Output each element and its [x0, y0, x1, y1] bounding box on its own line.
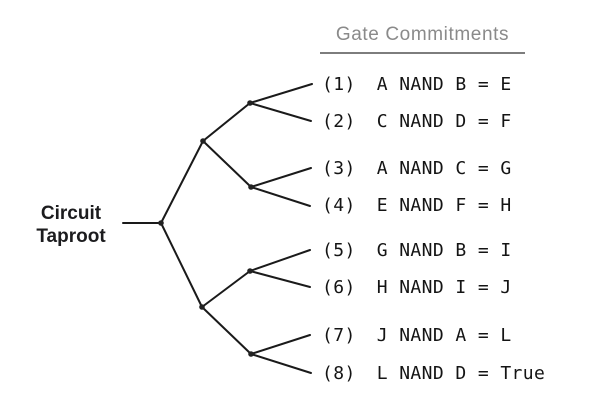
tree-node-dots	[158, 100, 254, 357]
gate-expression: G NAND B = I	[376, 239, 512, 261]
gate-number: (2)	[322, 110, 356, 132]
gate-number: (3)	[322, 157, 356, 179]
root-node-dot	[158, 220, 164, 226]
gate-row-1: (1) A NAND B = E	[322, 72, 512, 96]
root-label-line-1: Circuit	[40, 203, 102, 224]
edge-leaf-1	[249, 83, 313, 104]
edge-root-top	[160, 140, 204, 224]
branch-node-dot	[199, 304, 205, 310]
gate-row-3: (3) A NAND C = G	[322, 156, 512, 180]
edge-leaf-2	[249, 102, 312, 122]
gate-expression: L NAND D = True	[376, 362, 546, 384]
branch-node-dot	[200, 138, 206, 144]
root-label-line-2: Taproot	[36, 226, 106, 247]
edge-bottom-a	[201, 270, 251, 308]
gate-row-6: (6) H NAND I = J	[322, 275, 512, 299]
branch-node-dot	[248, 351, 254, 357]
gate-row-2: (2) C NAND D = F	[322, 109, 512, 133]
edge-top-b	[202, 140, 252, 188]
edge-leaf-7	[250, 334, 311, 355]
gate-expression: H NAND I = J	[376, 276, 512, 298]
edge-top-a	[202, 102, 251, 142]
gate-row-5: (5) G NAND B = I	[322, 238, 512, 262]
branch-node-dot	[247, 100, 253, 106]
gate-number: (6)	[322, 276, 356, 298]
gate-expression: J NAND A = L	[376, 324, 512, 346]
gate-commitments-title: Gate Commitments	[335, 24, 510, 45]
gate-expression: C NAND D = F	[376, 110, 512, 132]
gate-commitments-header: Gate Commitments	[320, 24, 525, 54]
edge-root-bottom	[160, 222, 203, 308]
edge-leaf-3	[250, 167, 312, 188]
gate-expression: E NAND F = H	[376, 194, 512, 216]
branch-node-dot	[248, 184, 254, 190]
branch-node-dot	[247, 268, 253, 274]
gate-number: (8)	[322, 362, 356, 384]
gate-number: (7)	[322, 324, 356, 346]
gate-expression: A NAND B = E	[376, 73, 512, 95]
gate-number: (4)	[322, 194, 356, 216]
gate-number: (1)	[322, 73, 356, 95]
circuit-taproot-label: Circuit Taproot	[16, 202, 126, 248]
edge-leaf-5	[249, 249, 311, 272]
gate-number: (5)	[322, 239, 356, 261]
header-underline	[320, 52, 525, 54]
edge-leaf-6	[249, 270, 311, 288]
tree-edges	[122, 83, 313, 374]
edge-leaf-4	[250, 186, 311, 207]
edge-leaf-8	[250, 353, 312, 374]
gate-row-8: (8) L NAND D = True	[322, 361, 545, 385]
gate-expression: A NAND C = G	[376, 157, 512, 179]
gate-row-4: (4) E NAND F = H	[322, 193, 512, 217]
gate-row-7: (7) J NAND A = L	[322, 323, 512, 347]
edge-bottom-b	[201, 306, 252, 355]
